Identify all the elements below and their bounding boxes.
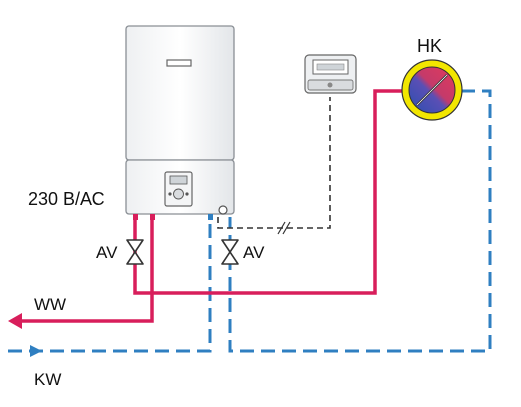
room-controller-screen-icon: [316, 63, 345, 71]
heating-circuit-pump: [401, 59, 463, 121]
boiler-knob-icon[interactable]: [173, 188, 184, 200]
boiler-button-icon: [168, 192, 172, 196]
cold-water-main-line: [8, 217, 212, 353]
cold-water-lines: [8, 89, 492, 353]
hot-water-outlet-line: [20, 217, 154, 323]
boiler-pipe-stub: [133, 214, 138, 220]
valve-right-label: AV: [243, 243, 265, 262]
boiler-pipe-stub: [208, 214, 213, 220]
heating-flow-line: [133, 89, 404, 295]
cable-break-icon: [277, 221, 291, 235]
hot-water-arrow-icon: [8, 313, 22, 329]
hot-water-label: WW: [34, 295, 66, 314]
shutoff-valve-right[interactable]: [221, 239, 239, 265]
shutoff-valve-left[interactable]: [126, 239, 144, 265]
heating-return-line: [228, 89, 492, 353]
valve-icon: [126, 239, 144, 265]
heating-circuit-label: HK: [417, 36, 442, 56]
boiler-slot: [166, 59, 192, 67]
valve-icon: [221, 239, 239, 265]
cold-water-label: KW: [34, 370, 61, 389]
boiler-button-icon: [185, 192, 189, 196]
control-cable-line: [217, 97, 331, 229]
cold-water-arrow-icon: [30, 345, 42, 357]
room-controller-knob-icon: [327, 82, 333, 88]
boiler: [125, 25, 235, 220]
room-controller[interactable]: [304, 54, 357, 94]
pump-divider-highlight: [416, 74, 448, 106]
boiler-connector-icon: [218, 205, 228, 215]
supply-voltage-label: 230 В/АС: [28, 189, 105, 209]
boiler-display-icon: [169, 175, 188, 185]
boiler-pipe-stub: [150, 214, 155, 220]
hot-water-lines: [20, 89, 404, 323]
valve-left-label: AV: [96, 243, 118, 262]
boiler-upper-body: [125, 25, 235, 161]
